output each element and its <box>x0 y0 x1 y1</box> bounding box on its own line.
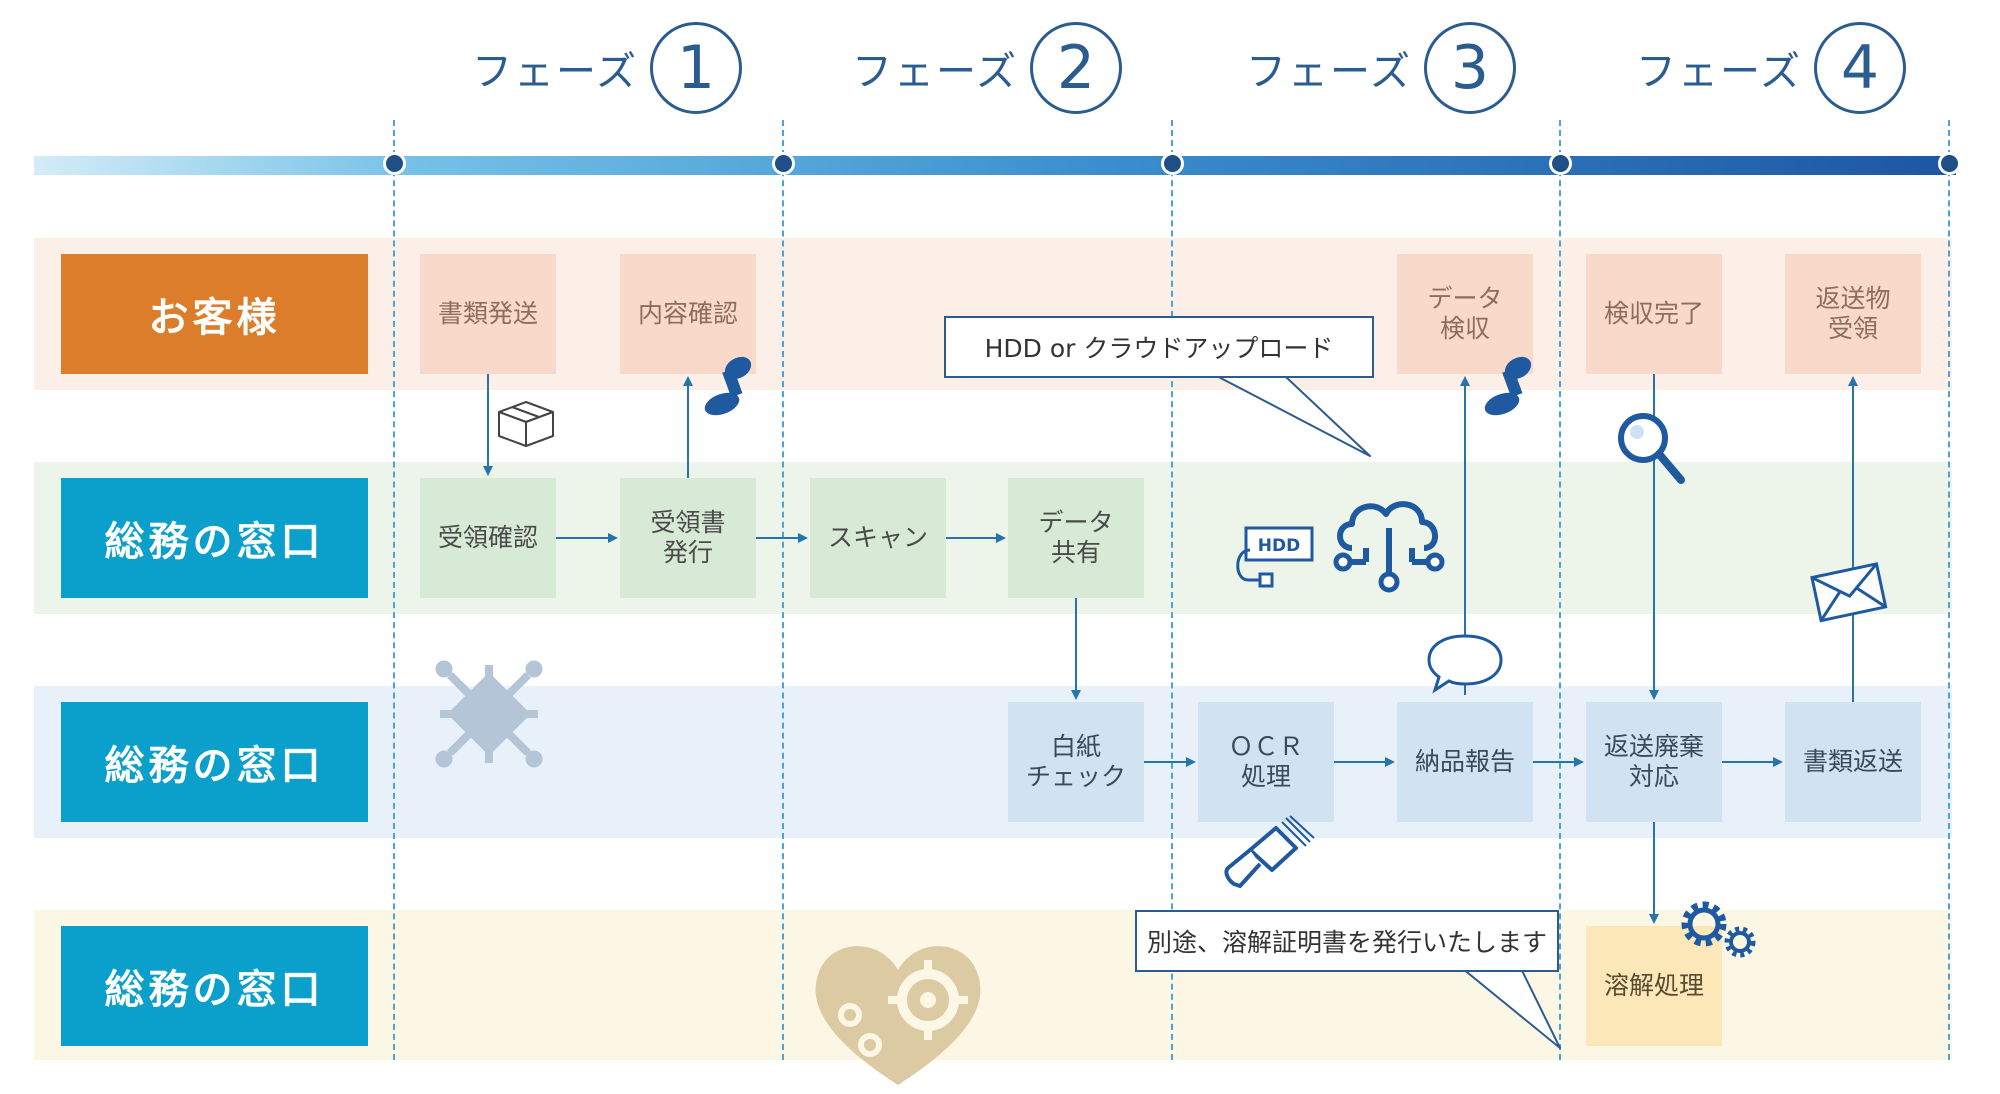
callout-hdd-cloud: HDD or クラウドアップロード <box>944 316 1374 378</box>
step-data-kyouyuu: データ 共有 <box>1008 478 1144 598</box>
phase-number-circle: 3 <box>1424 22 1516 114</box>
phase-3-header: フェーズ 3 <box>1246 18 1516 118</box>
pushpin-icon <box>1484 356 1532 416</box>
speech-bubble-icon <box>1427 634 1503 694</box>
step-shorui-hassou: 書類発送 <box>420 254 556 374</box>
phase-label: フェーズ <box>852 49 1018 95</box>
phase-label: フェーズ <box>1246 49 1412 95</box>
step-ocr-shori: ＯＣＲ 処理 <box>1198 702 1334 822</box>
timeline-dot <box>772 152 795 175</box>
phase-number-circle: 2 <box>1030 22 1122 114</box>
step-hensou-haiki: 返送廃棄 対応 <box>1586 702 1722 822</box>
hdd-icon: HDD <box>1236 526 1314 588</box>
lane-title-customer: お客様 <box>61 254 368 374</box>
gears-icon <box>1681 901 1756 958</box>
phase-timeline-bar <box>34 156 1956 175</box>
pushpin-icon <box>704 356 752 416</box>
phase-number-circle: 4 <box>1814 22 1906 114</box>
step-juryousho-hakkou: 受領書 発行 <box>620 478 756 598</box>
step-kenshu-kanryou: 検収完了 <box>1586 254 1722 374</box>
lane-title-office-2: 総務の窓口 <box>61 702 368 822</box>
callout-tail <box>1189 361 1371 457</box>
step-shorui-hensou: 書類返送 <box>1785 702 1921 822</box>
step-hensoubutsu-juryou: 返送物 受領 <box>1785 254 1921 374</box>
phase-divider <box>1948 120 1950 1060</box>
timeline-dot <box>1549 152 1572 175</box>
phase-4-header: フェーズ 4 <box>1636 18 1906 118</box>
timeline-dot <box>383 152 406 175</box>
callout-youkai-cert: 別途、溶解証明書を発行いたします <box>1135 910 1559 972</box>
step-nouhin-houkoku: 納品報告 <box>1397 702 1533 822</box>
phase-divider <box>782 120 784 1060</box>
chip-icon <box>435 660 543 768</box>
step-scan: スキャン <box>810 478 946 598</box>
phase-number-circle: 1 <box>650 22 742 114</box>
timeline-dot <box>1938 152 1961 175</box>
step-juryou-kakunin: 受領確認 <box>420 478 556 598</box>
phase-divider <box>1559 120 1561 1060</box>
step-naiyou-kakunin: 内容確認 <box>620 254 756 374</box>
phase-label: フェーズ <box>1636 49 1802 95</box>
phase-2-header: フェーズ 2 <box>852 18 1122 118</box>
phase-1-header: フェーズ 1 <box>472 18 742 118</box>
heart-gear-icon <box>815 946 981 1085</box>
step-data-kenshu: データ 検収 <box>1397 254 1533 374</box>
magnifier-icon <box>1618 413 1685 484</box>
hdd-label: HDD <box>1258 536 1300 556</box>
envelope-icon <box>1810 562 1888 623</box>
phase-divider <box>1171 120 1173 1060</box>
phase-label: フェーズ <box>472 49 638 95</box>
lane-title-office-3: 総務の窓口 <box>61 926 368 1046</box>
timeline-dot <box>1161 152 1184 175</box>
cloud-network-icon <box>1333 501 1445 593</box>
phase-divider <box>393 120 395 1060</box>
lane-title-office-1: 総務の窓口 <box>61 478 368 598</box>
step-hakushi-check: 白紙 チェック <box>1008 702 1144 822</box>
box-package-icon <box>498 401 554 447</box>
barcode-scanner-icon <box>1224 815 1315 888</box>
